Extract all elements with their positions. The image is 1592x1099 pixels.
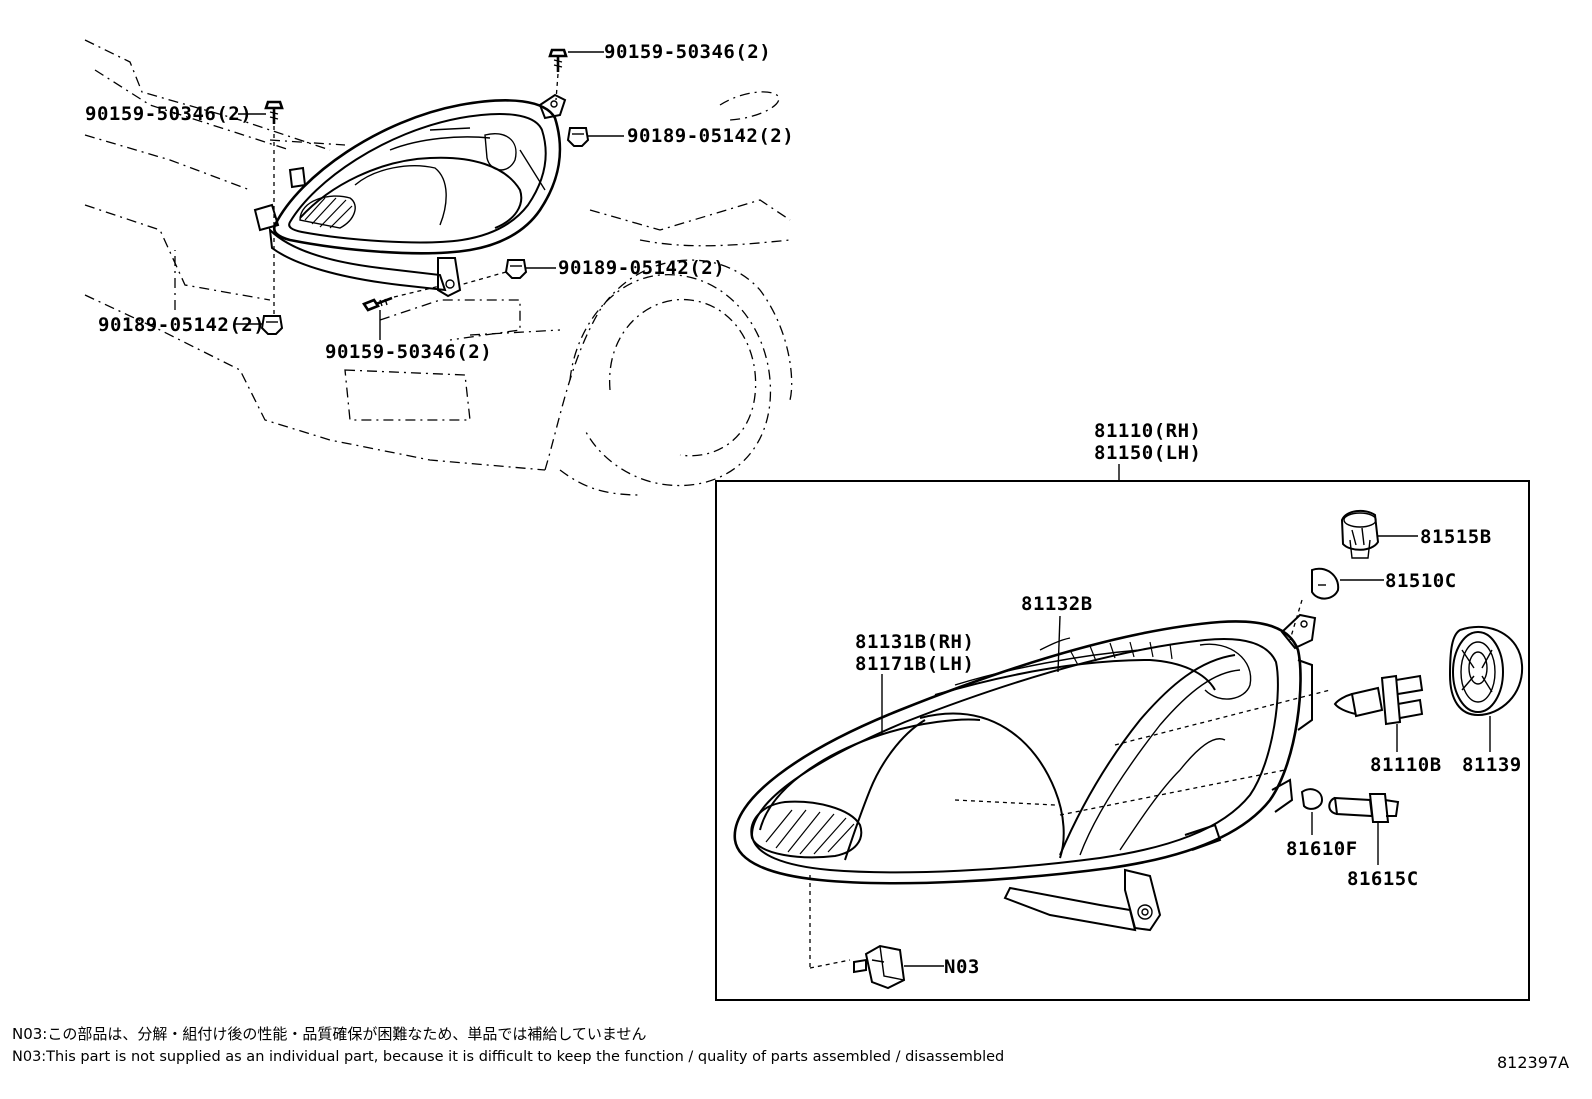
label-assembly-lh: 81150(LH): [1094, 442, 1201, 464]
bolt-top-icon: [548, 48, 568, 72]
label-bolt-left: 90159-50346(2): [85, 103, 252, 125]
label-clip-top: 90189-05142(2): [627, 125, 794, 147]
label-side-bulb: 81610F: [1286, 838, 1358, 860]
label-clip-mid: 90189-05142(2): [558, 257, 725, 279]
label-bolt-top: 90159-50346(2): [604, 41, 771, 63]
assembly-box: [715, 480, 1530, 1001]
bolt-left-icon: [264, 100, 284, 124]
label-main-bulb: 81110B: [1370, 754, 1442, 776]
cover-81139-icon: [1448, 625, 1524, 717]
label-adjuster: N03: [944, 956, 980, 978]
bolt-bottom-icon: [362, 296, 393, 312]
socket-81615c-icon: [1328, 793, 1400, 823]
label-socket: 81515B: [1420, 526, 1492, 548]
bulb-81610f-icon: [1300, 788, 1324, 810]
bulb-81110b-icon: [1333, 674, 1424, 726]
label-bolt-bottom: 90159-50346(2): [325, 341, 492, 363]
label-assembly-rh: 81110(RH): [1094, 420, 1201, 442]
clip-top-icon: [566, 127, 590, 147]
clip-left-icon: [260, 315, 284, 335]
label-small-bulb: 81510C: [1385, 570, 1457, 592]
note-japanese: N03:この部品は、分解・組付け後の性能・品質確保が困難なため、単品では補給して…: [12, 1025, 647, 1043]
label-lens-lh: 81171B(LH): [855, 653, 974, 675]
adjuster-n03-icon: [853, 944, 906, 990]
label-housing: 81132B: [1021, 593, 1093, 615]
label-lens-rh: 81131B(RH): [855, 631, 974, 653]
clip-mid-icon: [504, 259, 528, 279]
illustration-id: 812397A: [1497, 1053, 1570, 1072]
label-cover: 81139: [1462, 754, 1522, 776]
bulb-81510c-icon: [1311, 567, 1340, 600]
headlamp-installed-illustration: [253, 93, 567, 298]
headlamp-exploded-illustration: [733, 613, 1317, 932]
vehicle-body-outline: [84, 39, 793, 496]
label-clip-left: 90189-05142(2): [98, 314, 265, 336]
note-english: N03:This part is not supplied as an indi…: [12, 1049, 1005, 1065]
label-side-socket: 81615C: [1347, 868, 1419, 890]
socket-81515b-icon: [1340, 509, 1380, 559]
